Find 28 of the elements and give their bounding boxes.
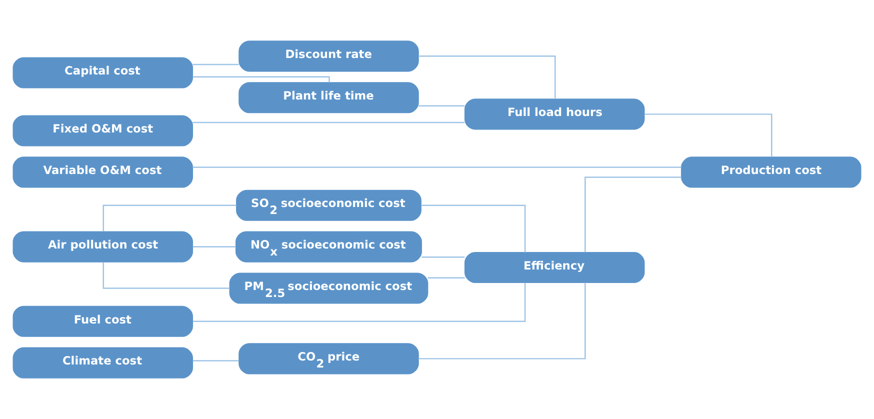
node-box: Discount rate [238,40,419,72]
node-box: Full load hours [464,98,645,130]
connector [584,176,682,252]
node-box: Capital cost [12,57,194,88]
connector [192,122,465,124]
connector [422,256,465,258]
connector [102,262,230,289]
connector [192,282,526,322]
connector [192,166,682,168]
connector [428,277,465,278]
node-box: Fuel cost [12,306,194,337]
connector [418,282,586,360]
connector [192,76,330,83]
connector [192,64,239,66]
node-box: Efficiency [464,252,645,284]
node-box: Climate cost [12,347,194,378]
connector [192,360,239,362]
connector [644,114,772,157]
connector [418,56,556,99]
node-box: Variable O&M cost [12,156,194,188]
node-box: Plant life time [238,82,419,114]
connector [192,246,236,248]
connector [421,204,526,252]
connector [418,105,465,107]
connector [102,204,236,232]
node-box: Air pollution cost [12,231,194,262]
node-box: Fixed O&M cost [12,115,194,146]
node-box: Production cost [680,156,862,188]
